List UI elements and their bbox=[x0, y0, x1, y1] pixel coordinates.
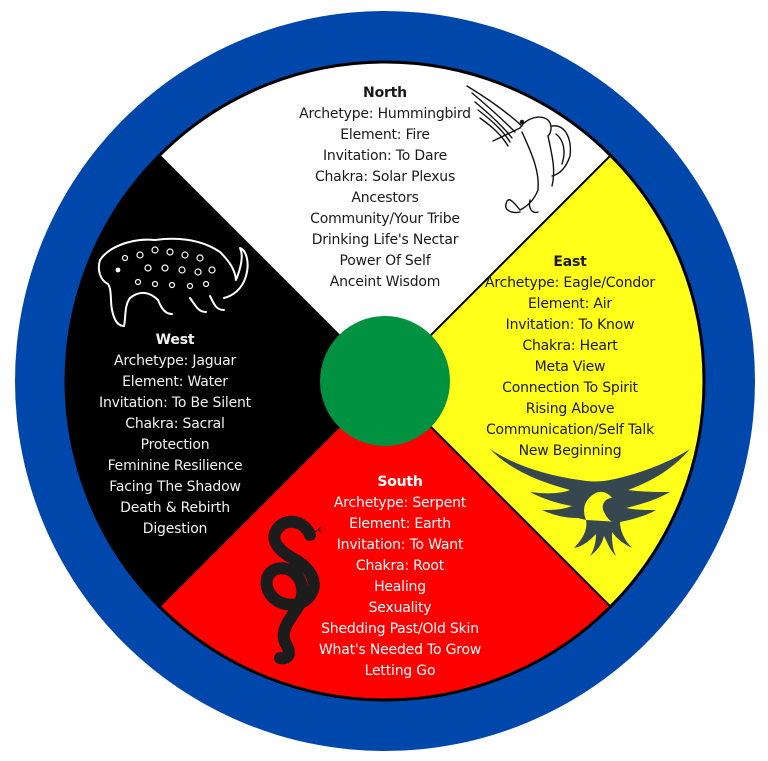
west-line: Element: Water bbox=[122, 374, 228, 390]
west-title: West bbox=[155, 332, 195, 348]
north-title: North bbox=[363, 85, 407, 101]
west-line: Invitation: To Be Silent bbox=[99, 395, 251, 411]
west-line: Archetype: Jaguar bbox=[113, 353, 237, 369]
east-line: New Beginning bbox=[518, 443, 622, 459]
east-line: Connection To Spirit bbox=[502, 380, 638, 396]
serpent-icon bbox=[260, 515, 320, 665]
west-line: Chakra: Sacral bbox=[125, 416, 225, 432]
east-line: Archetype: Eagle/Condor bbox=[484, 275, 655, 291]
east-section: East Archetype: Eagle/Condor Element: Ai… bbox=[440, 252, 700, 462]
north-line: Power Of Self bbox=[339, 253, 431, 269]
west-line: Feminine Resilience bbox=[107, 458, 243, 474]
south-section: South Archetype: Serpent Element: Earth … bbox=[285, 472, 515, 682]
north-line: Anceint Wisdom bbox=[329, 274, 441, 290]
east-line: Communication/Self Talk bbox=[485, 422, 655, 438]
south-line: What's Needed To Grow bbox=[318, 642, 482, 658]
north-line: Element: Fire bbox=[340, 127, 430, 143]
south-title: South bbox=[377, 474, 423, 490]
west-line: Protection bbox=[140, 437, 210, 453]
south-line: Archetype: Serpent bbox=[333, 495, 467, 511]
south-line: Invitation: To Want bbox=[336, 537, 464, 553]
south-line: Element: Earth bbox=[349, 516, 451, 532]
east-line: Chakra: Heart bbox=[522, 338, 618, 354]
hummingbird-icon bbox=[466, 85, 572, 214]
north-line: Community/Your Tribe bbox=[310, 211, 460, 227]
north-line: Archetype: Hummingbird bbox=[299, 106, 471, 122]
jaguar-icon bbox=[97, 237, 249, 327]
south-line: Chakra: Root bbox=[355, 558, 445, 574]
east-line: Invitation: To Know bbox=[505, 317, 635, 333]
west-line: Facing The Shadow bbox=[109, 479, 241, 495]
south-line: Healing bbox=[374, 579, 426, 595]
south-line: Sexuality bbox=[368, 600, 432, 616]
south-line: Letting Go bbox=[364, 663, 436, 679]
west-section: West Archetype: Jaguar Element: Water In… bbox=[62, 330, 288, 540]
east-line: Element: Air bbox=[528, 296, 612, 312]
north-section: North Archetype: Hummingbird Element: Fi… bbox=[235, 83, 535, 293]
center-circle bbox=[320, 316, 450, 446]
east-title: East bbox=[553, 254, 587, 270]
north-line: Ancestors bbox=[351, 190, 419, 206]
eagle-icon bbox=[490, 449, 690, 556]
north-line: Drinking Life's Nectar bbox=[311, 232, 459, 248]
north-line: Chakra: Solar Plexus bbox=[314, 169, 456, 185]
east-line: Meta View bbox=[534, 359, 606, 375]
south-line: Shedding Past/Old Skin bbox=[321, 621, 479, 637]
west-line: Digestion bbox=[142, 521, 208, 537]
west-line: Death & Rebirth bbox=[120, 500, 230, 516]
east-line: Rising Above bbox=[525, 401, 615, 417]
north-line: Invitation: To Dare bbox=[322, 148, 448, 164]
